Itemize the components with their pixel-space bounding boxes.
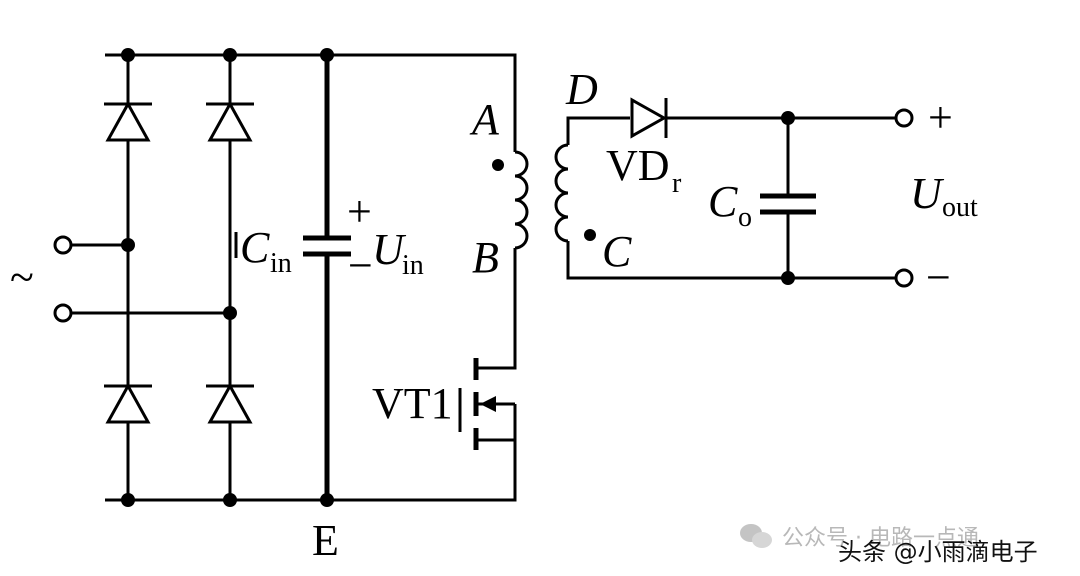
ac-source-symbol: ~ <box>10 253 34 302</box>
diode-label-subscript: r <box>672 168 682 199</box>
source-return-wire <box>330 438 517 502</box>
diode-symbol <box>206 100 254 142</box>
junction-dot <box>223 48 237 62</box>
mosfet-arrow <box>480 396 496 412</box>
diode-label: VD <box>606 141 670 190</box>
junction-dot <box>121 493 135 507</box>
output-diode-vdr <box>630 97 668 139</box>
diode-symbol <box>104 382 152 424</box>
node-a-label: A <box>469 95 500 144</box>
junction-dot <box>223 493 237 507</box>
secondary-top-wire <box>566 116 630 145</box>
ac-terminal <box>53 235 73 255</box>
node-e-label: E <box>312 516 339 565</box>
secondary-polarity-dot <box>584 229 596 241</box>
uout-label-subscript: out <box>942 192 978 223</box>
bridge-rectifier: ~ <box>10 48 330 507</box>
junction-dot <box>320 493 334 507</box>
cin-plus-sign: + <box>347 187 372 236</box>
output-terminal-negative <box>894 268 914 288</box>
node-d-label: D <box>565 65 598 114</box>
junction-dot <box>781 111 795 125</box>
co-label-subscript: o <box>738 202 752 233</box>
node-c-label: C <box>602 227 632 276</box>
watermark-account: 公众号 · 电路一点通 <box>782 526 979 551</box>
node-b-label: B <box>472 233 499 282</box>
drain-wire <box>478 248 517 370</box>
diode-symbol <box>206 382 254 424</box>
co-label: C <box>708 177 738 226</box>
watermark-byline: 头条 @小雨滴电子 <box>838 538 1038 566</box>
output-plus-sign: + <box>928 93 953 142</box>
ac-terminal <box>53 303 73 323</box>
mosfet-vt1 <box>458 358 517 450</box>
primary-polarity-dot <box>492 159 504 171</box>
uin-minus-sign: − <box>348 241 373 290</box>
primary-winding <box>514 150 529 250</box>
uin-label-subscript: in <box>402 250 424 281</box>
cin-label-subscript: in <box>270 248 292 279</box>
input-capacitor <box>303 48 351 507</box>
uin-label: U <box>372 225 407 274</box>
cin-label: C <box>240 223 270 272</box>
junction-dot <box>320 48 334 62</box>
output-terminal-positive <box>894 108 914 128</box>
watermark: 公众号 · 电路一点通 <box>740 516 979 556</box>
primary-loop <box>330 53 529 502</box>
secondary-winding <box>554 143 569 243</box>
uout-label: U <box>910 169 945 218</box>
secondary-output <box>554 97 914 288</box>
output-minus-sign: − <box>926 253 951 302</box>
junction-dot <box>781 271 795 285</box>
switch-label: VT1 <box>372 379 453 428</box>
junction-dot <box>223 306 237 320</box>
diode-symbol <box>104 100 152 142</box>
primary-top-wire <box>330 53 517 152</box>
junction-dot <box>121 48 135 62</box>
junction-dot <box>121 238 135 252</box>
wechat-icon <box>740 522 774 550</box>
